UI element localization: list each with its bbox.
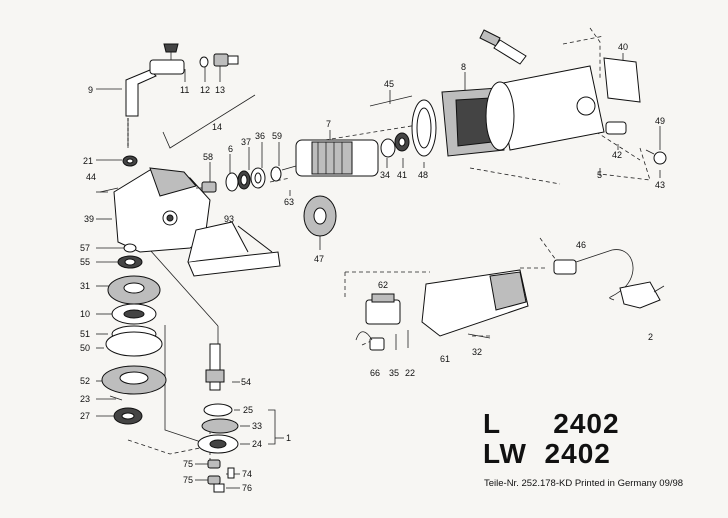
part-label-59: 59: [272, 131, 282, 141]
part-label-75a: 75: [183, 459, 193, 469]
part-label-9: 9: [88, 85, 93, 95]
part-label-10: 10: [80, 309, 90, 319]
part-label-48: 48: [418, 170, 428, 180]
part-label-36: 36: [255, 131, 265, 141]
part-label-34: 34: [380, 170, 390, 180]
part-label-37: 37: [241, 137, 251, 147]
part-label-93: 93: [224, 214, 234, 224]
part-label-31: 31: [80, 281, 90, 291]
part-label-7: 7: [326, 119, 331, 129]
model-number-l: L 2402: [483, 408, 620, 439]
part-label-54: 54: [241, 377, 251, 387]
part-label-57: 57: [80, 243, 90, 253]
part-label-62: 62: [378, 280, 388, 290]
part-label-44: 44: [86, 172, 96, 182]
part-label-43: 43: [655, 180, 665, 190]
part-label-39: 39: [84, 214, 94, 224]
part-label-2: 2: [648, 332, 653, 342]
part-label-24: 24: [252, 439, 262, 449]
part-number-footer: Teile-Nr. 252.178-KD Printed in Germany …: [484, 478, 684, 489]
part-label-42: 42: [612, 150, 622, 160]
part-label-51: 51: [80, 329, 90, 339]
part-label-27: 27: [80, 411, 90, 421]
part-label-35: 35: [389, 368, 399, 378]
part-label-66: 66: [370, 368, 380, 378]
part-label-47: 47: [314, 254, 324, 264]
part-label-8: 8: [461, 62, 466, 72]
part-label-22: 22: [405, 368, 415, 378]
part-label-6: 6: [228, 144, 233, 154]
part-label-23: 23: [80, 394, 90, 404]
part-label-50: 50: [80, 343, 90, 353]
part-label-75b: 75: [183, 475, 193, 485]
part-label-1: 1: [286, 433, 291, 443]
part-label-45: 45: [384, 79, 394, 89]
part-label-25: 25: [243, 405, 253, 415]
part-label-11: 11: [180, 85, 189, 95]
part-label-33: 33: [252, 421, 262, 431]
part-label-12: 12: [200, 85, 210, 95]
part-number-labels: 9 11 12 13 14 21 44 39 58 6 37 36 59 7 6…: [80, 42, 665, 493]
part-label-63: 63: [284, 197, 294, 207]
parts: [99, 29, 667, 493]
part-label-5: 5: [597, 170, 602, 180]
part-label-46: 46: [576, 240, 586, 250]
part-label-21: 21: [83, 156, 93, 166]
part-label-74: 74: [242, 469, 252, 479]
part-label-49: 49: [655, 116, 665, 126]
part-label-32: 32: [472, 347, 482, 357]
part-label-55: 55: [80, 257, 90, 267]
part-label-40: 40: [618, 42, 628, 52]
part-label-61: 61: [440, 354, 450, 364]
model-number-lw: LW 2402: [483, 438, 611, 469]
part-label-76: 76: [242, 483, 252, 493]
part-label-52: 52: [80, 376, 90, 386]
part-label-58: 58: [203, 152, 213, 162]
part-label-41: 41: [397, 170, 407, 180]
part-label-13: 13: [215, 85, 225, 95]
part-label-14: 14: [212, 122, 222, 132]
